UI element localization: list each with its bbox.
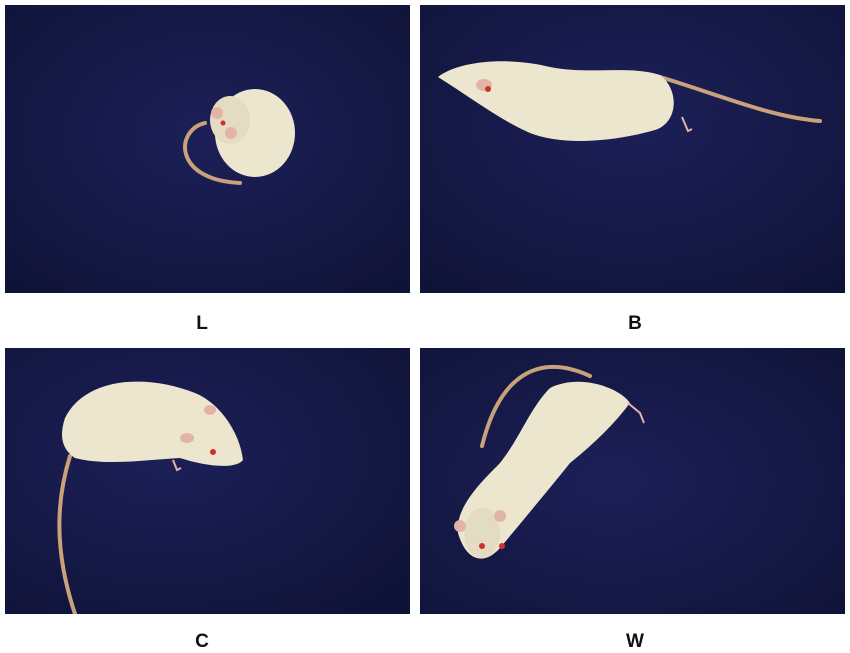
photo-panel-w <box>420 348 845 614</box>
rat-stretched-photo <box>420 5 845 293</box>
rat-curled-photo <box>5 5 410 293</box>
panel-label-l: L <box>196 313 208 334</box>
rat-twisting-photo <box>420 348 845 614</box>
panel-label-c: C <box>195 631 209 652</box>
panel-label-w: W <box>626 631 644 652</box>
photo-panel-l <box>5 5 410 293</box>
photo-panel-b <box>420 5 845 293</box>
rat-walking-photo <box>5 348 410 614</box>
panel-label-b: B <box>628 313 642 334</box>
photo-panel-c <box>5 348 410 614</box>
